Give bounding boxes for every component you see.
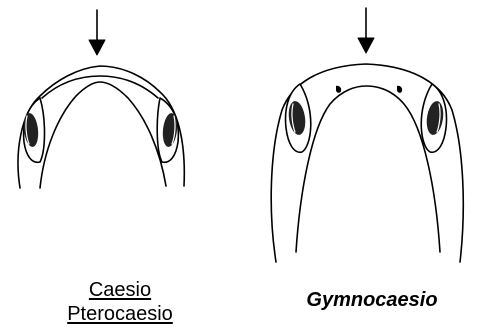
left-eye-icon	[22, 98, 44, 162]
left-snout-contour	[42, 76, 158, 98]
right-arrow-icon	[358, 8, 374, 53]
right-fish-head	[271, 8, 463, 262]
left-jaw-outline	[40, 82, 166, 188]
right-head-left-eye-icon	[286, 84, 311, 152]
right-jaw-outline	[296, 86, 440, 252]
left-fish-head	[18, 10, 184, 188]
caesio-label: Caesio	[60, 278, 180, 302]
right-eye-icon	[157, 98, 179, 162]
caesio-pterocaesio-label: Caesio Pterocaesio	[60, 278, 180, 326]
gymnocaesio-label: Gymnocaesio	[282, 288, 462, 312]
left-arrow-icon	[89, 10, 105, 55]
pterocaesio-label: Pterocaesio	[60, 302, 180, 326]
